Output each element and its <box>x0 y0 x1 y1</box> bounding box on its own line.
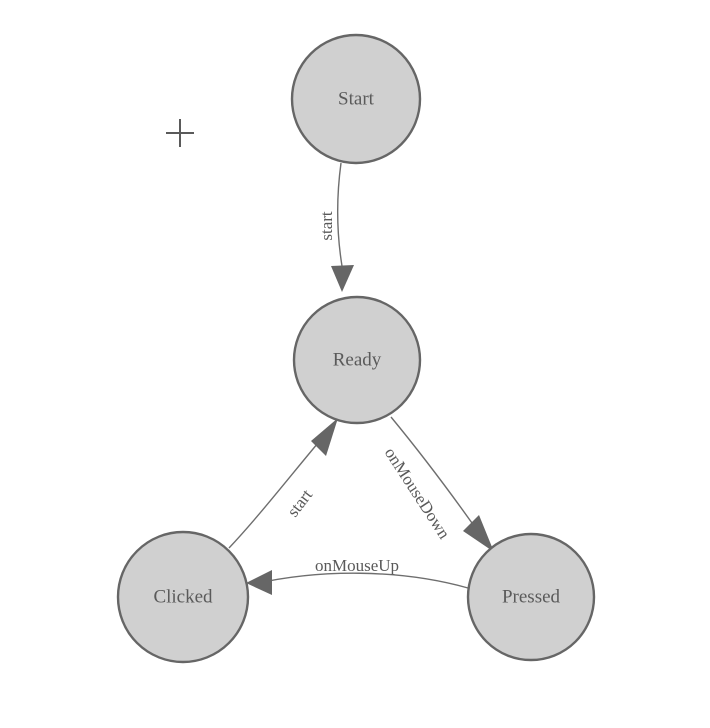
edge-clicked-to-ready[interactable]: start <box>228 418 338 549</box>
node-pressed[interactable]: Pressed <box>466 532 596 662</box>
node-start[interactable]: Start <box>290 33 422 165</box>
edge-path-clicked-to-ready[interactable] <box>228 429 330 549</box>
arrowhead-ready-bottom <box>311 418 338 456</box>
edge-label-start-to-ready: start <box>317 211 336 241</box>
arrowhead-clicked <box>246 570 272 595</box>
node-circle-start[interactable] <box>290 33 422 165</box>
node-label-start: Start <box>338 88 375 109</box>
node-circle-pressed[interactable] <box>466 532 596 662</box>
edge-start-to-ready[interactable]: start <box>317 162 354 292</box>
crosshair-icon[interactable] <box>166 119 194 147</box>
node-label-clicked: Clicked <box>153 586 213 607</box>
edge-ready-to-pressed[interactable]: onMouseDown <box>381 416 494 552</box>
edge-label-ready-to-pressed: onMouseDown <box>381 444 454 543</box>
node-ready[interactable]: Ready <box>292 295 422 425</box>
node-circle-clicked[interactable] <box>116 530 250 664</box>
edge-label-clicked-to-ready: start <box>283 485 316 520</box>
edge-path-start-to-ready[interactable] <box>337 162 343 267</box>
edge-pressed-to-clicked[interactable]: onMouseUp <box>246 556 469 595</box>
arrowhead-pressed <box>463 515 494 552</box>
arrowhead-ready-top <box>331 265 354 292</box>
node-circle-ready[interactable] <box>292 295 422 425</box>
node-clicked[interactable]: Clicked <box>116 530 250 664</box>
node-label-ready: Ready <box>333 349 382 370</box>
node-label-pressed: Pressed <box>502 586 561 607</box>
edge-path-pressed-to-clicked[interactable] <box>253 572 469 589</box>
edge-label-pressed-to-clicked: onMouseUp <box>315 556 399 575</box>
